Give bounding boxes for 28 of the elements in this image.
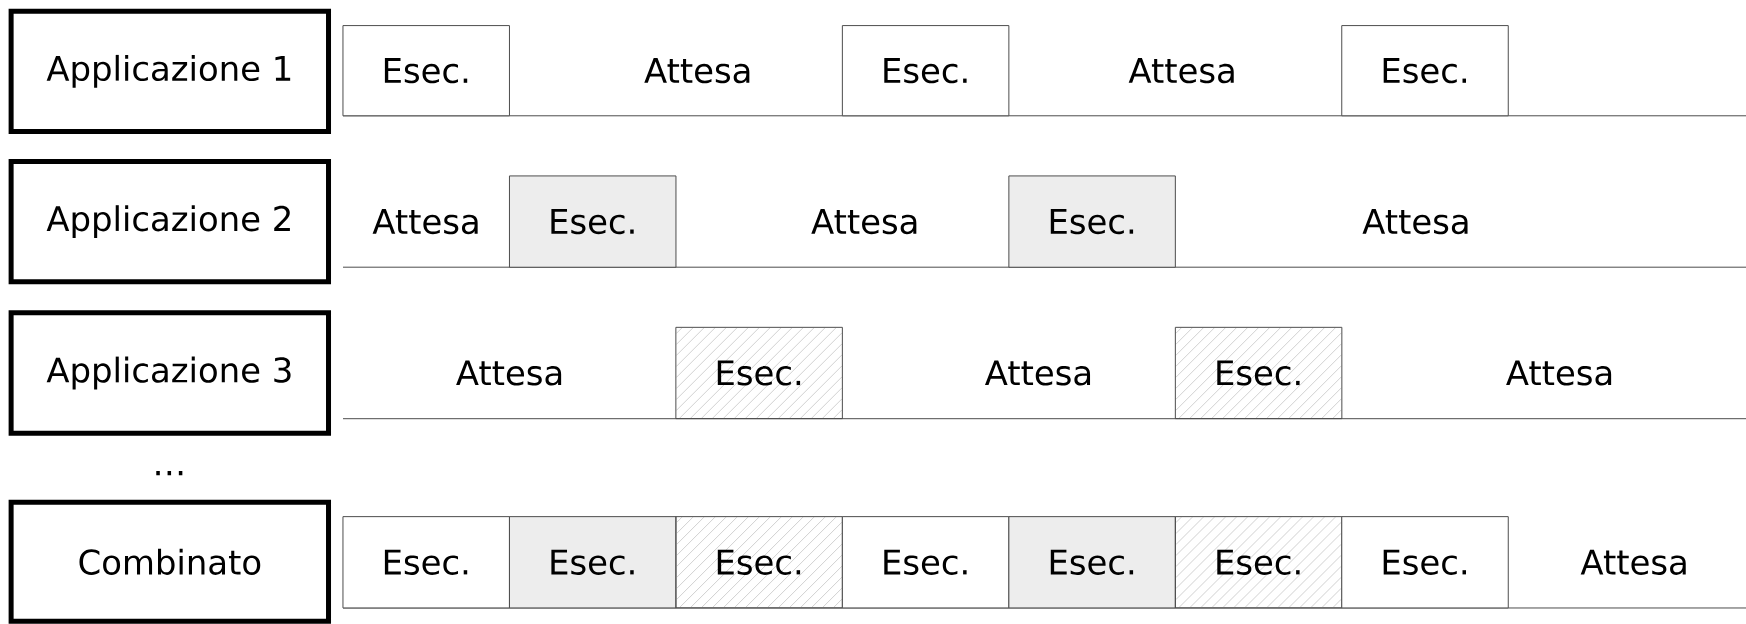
segment-box: Esec. — [1174, 516, 1343, 609]
segment-box: Esec. — [841, 25, 1010, 117]
row-label-box: Combinato — [8, 499, 331, 624]
segment-box: Esec. — [508, 516, 677, 609]
segment-box: Esec. — [1341, 25, 1509, 117]
segment-box: Esec. — [675, 326, 843, 420]
segment-label: Attesa — [811, 209, 917, 235]
segment-box: Esec. — [1174, 326, 1343, 420]
segment-box: Esec. — [1008, 175, 1176, 268]
segment-box: Esec. — [841, 516, 1010, 609]
segment-label: Attesa — [985, 360, 1091, 386]
segment-label: Attesa — [1362, 209, 1468, 235]
segment-label: Attesa — [1580, 549, 1686, 575]
segment-label: Attesa — [372, 209, 478, 235]
segment-box: Esec. — [342, 516, 510, 609]
segment-label: Attesa — [456, 360, 562, 386]
segment-label: Attesa — [1128, 58, 1234, 84]
segment-box: Esec. — [342, 25, 510, 117]
row-label-box: Applicazione 3 — [8, 310, 331, 436]
segment-box: Esec. — [675, 516, 843, 609]
segment-box: Esec. — [508, 175, 677, 268]
segment-box: Esec. — [1341, 516, 1509, 609]
row-label-box: Applicazione 1 — [8, 8, 331, 134]
segment-box: Esec. — [1008, 516, 1176, 609]
row-label-box: Applicazione 2 — [8, 158, 331, 285]
ellipsis: … — [156, 471, 183, 476]
segment-label: Attesa — [644, 58, 750, 84]
segment-label: Attesa — [1506, 360, 1612, 386]
